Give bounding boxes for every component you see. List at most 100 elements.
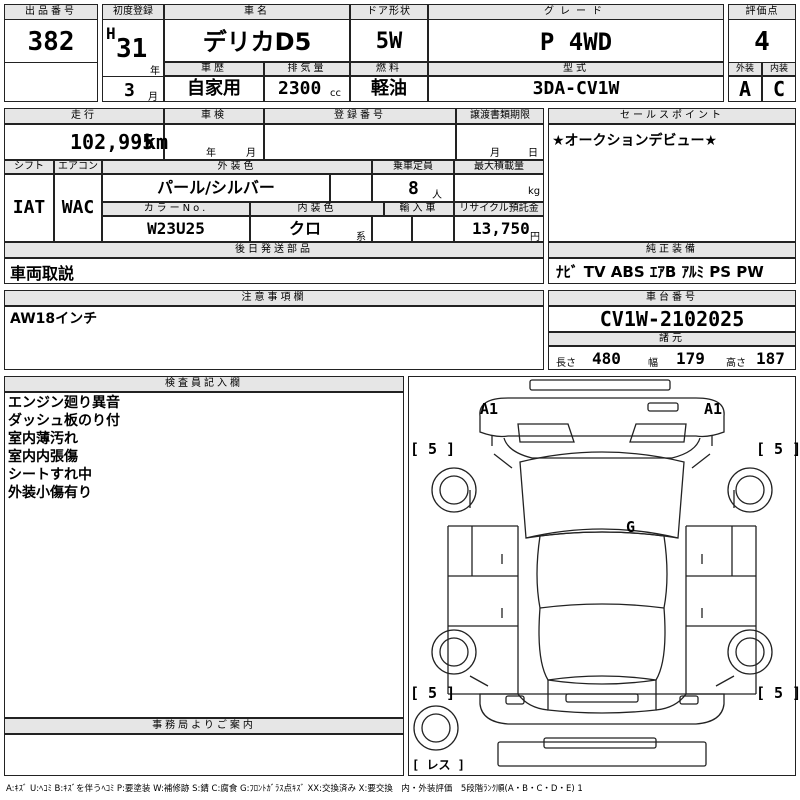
insp-month-unit: 月 [246, 148, 256, 159]
month-cell [102, 76, 164, 102]
ac-label: エアコン [54, 160, 102, 174]
mark-roof: G [626, 518, 636, 536]
displacement: 2300 [278, 78, 322, 99]
inspector-notes: エンジン廻り異音 ダッシュ板のり付 室内薄汚れ 室内内張傷 シートすれ中 外装小… [8, 394, 120, 502]
lot-blank [4, 62, 98, 102]
tire-rear-left: [ 5 ] [410, 684, 456, 702]
car-diagram [413, 379, 773, 767]
inspector-line: 室内薄汚れ [8, 431, 78, 447]
displacement-unit: cc [330, 88, 341, 99]
shift: IAT [12, 197, 46, 218]
capacity-cell [372, 174, 454, 202]
grade-label: グレード [428, 4, 724, 20]
tire-front-left: [ 5 ] [410, 440, 456, 458]
later-parts: 車両取説 [10, 264, 75, 283]
transfer-month-unit: 月 [490, 148, 500, 159]
length-label: 長さ [556, 358, 576, 369]
transfer-label: 譲渡書類期限 [456, 108, 544, 124]
tire-front-right: [ 5 ] [756, 440, 800, 458]
colorno-cell [102, 216, 250, 242]
shift-label: シフト [4, 160, 54, 174]
lot-number: 382 [27, 27, 75, 57]
import-label: 輸入車 [384, 202, 454, 216]
later-parts-label: 後日発送部品 [4, 242, 544, 258]
displacement-label: 排気量 [264, 62, 350, 76]
length: 480 [592, 349, 621, 368]
shift-cell [4, 174, 54, 242]
displacement-cell [264, 76, 350, 102]
inspector-line: 外装小傷有り [8, 485, 92, 501]
inspector-label: 検査員記入欄 [4, 376, 404, 392]
exterior-color: パール/シルバー [157, 178, 275, 197]
interior-label: 内装 [762, 62, 796, 76]
import-cell-b [412, 216, 454, 242]
exterior-grade: A [738, 77, 752, 101]
mark-front-right: A1 [704, 400, 723, 418]
recycle-fee: 13,750 [472, 219, 530, 238]
inspector-line: ダッシュ板のり付 [8, 413, 120, 429]
intcolor-cell [250, 216, 372, 242]
recycle-label: リサイクル預託金 [454, 202, 544, 216]
office-cell [4, 734, 404, 776]
door-label: ドア形状 [350, 4, 428, 20]
sales-label: セールスポイント [548, 108, 796, 124]
reg-year: 31 [116, 34, 148, 64]
color-label: 外装色 [102, 160, 372, 174]
maxload-cell [454, 174, 544, 202]
inspector-line: エンジン廻り異音 [8, 395, 120, 411]
width: 179 [676, 349, 705, 368]
equipment-list: ﾅﾋﾞ TV ABS ｴｱB ｱﾙﾐ PS PW [556, 263, 764, 281]
fuel-cell [350, 76, 428, 102]
notes-text: AW18インチ [10, 311, 98, 327]
score-label: 評価点 [728, 4, 796, 20]
transfer-cell [456, 124, 544, 160]
office-label: 事務局よりご案内 [4, 718, 404, 734]
maxload-label: 最大積載量 [454, 160, 544, 174]
interior-grade: C [772, 77, 786, 101]
spare-tire: [ レス ] [412, 758, 465, 772]
notes-label: 注意事項欄 [4, 290, 544, 306]
model-cell [428, 76, 724, 102]
colorno-label: カラーNo. [102, 202, 250, 216]
chassis-label: 車台番号 [548, 290, 796, 306]
mileage: 102,995 [70, 130, 155, 154]
mileage-cell [4, 124, 164, 160]
mark-front-left: A1 [480, 400, 499, 418]
inspector-cell [4, 392, 404, 718]
color-number: W23U25 [147, 219, 205, 238]
ac: WAC [61, 197, 95, 218]
color-extra-cell [330, 174, 372, 202]
inspector-line: シートすれ中 [8, 467, 92, 483]
lot-label: 出品番号 [4, 4, 98, 20]
equipment-label: 純正装備 [548, 242, 796, 258]
era: H [106, 24, 116, 43]
fuel-label: 燃料 [350, 62, 428, 76]
exterior-cell [728, 76, 762, 102]
recycle-unit: 円 [530, 232, 540, 243]
equipment-cell [548, 258, 796, 284]
inspector-line: 室内内張傷 [8, 449, 78, 465]
overall-score: 4 [754, 27, 770, 57]
car-name: デリカD5 [202, 28, 312, 56]
first-reg-label: 初度登録 [102, 4, 164, 20]
fuel: 軽油 [371, 78, 407, 99]
dims-cell [548, 346, 796, 370]
intcolor-unit: 系 [356, 232, 366, 243]
reg-month: 3 [124, 80, 135, 101]
inspection-label: 車検 [164, 108, 264, 124]
mileage-label: 走行 [4, 108, 164, 124]
month-unit: 月 [148, 92, 158, 103]
maxload-unit: kg [528, 186, 541, 197]
height-label: 高さ [726, 358, 746, 369]
capacity-label: 乗車定員 [372, 160, 454, 174]
regno-label: 登録番号 [264, 108, 456, 124]
ac-cell [54, 174, 102, 242]
later-parts-cell [4, 258, 544, 284]
sales-point: ★オークションデビュー★ [552, 133, 718, 149]
history: 自家用 [187, 78, 241, 99]
dims-label: 諸元 [548, 332, 796, 346]
history-label: 車歴 [164, 62, 264, 76]
capacity: 8 [408, 178, 419, 199]
name-label: 車名 [164, 4, 350, 20]
